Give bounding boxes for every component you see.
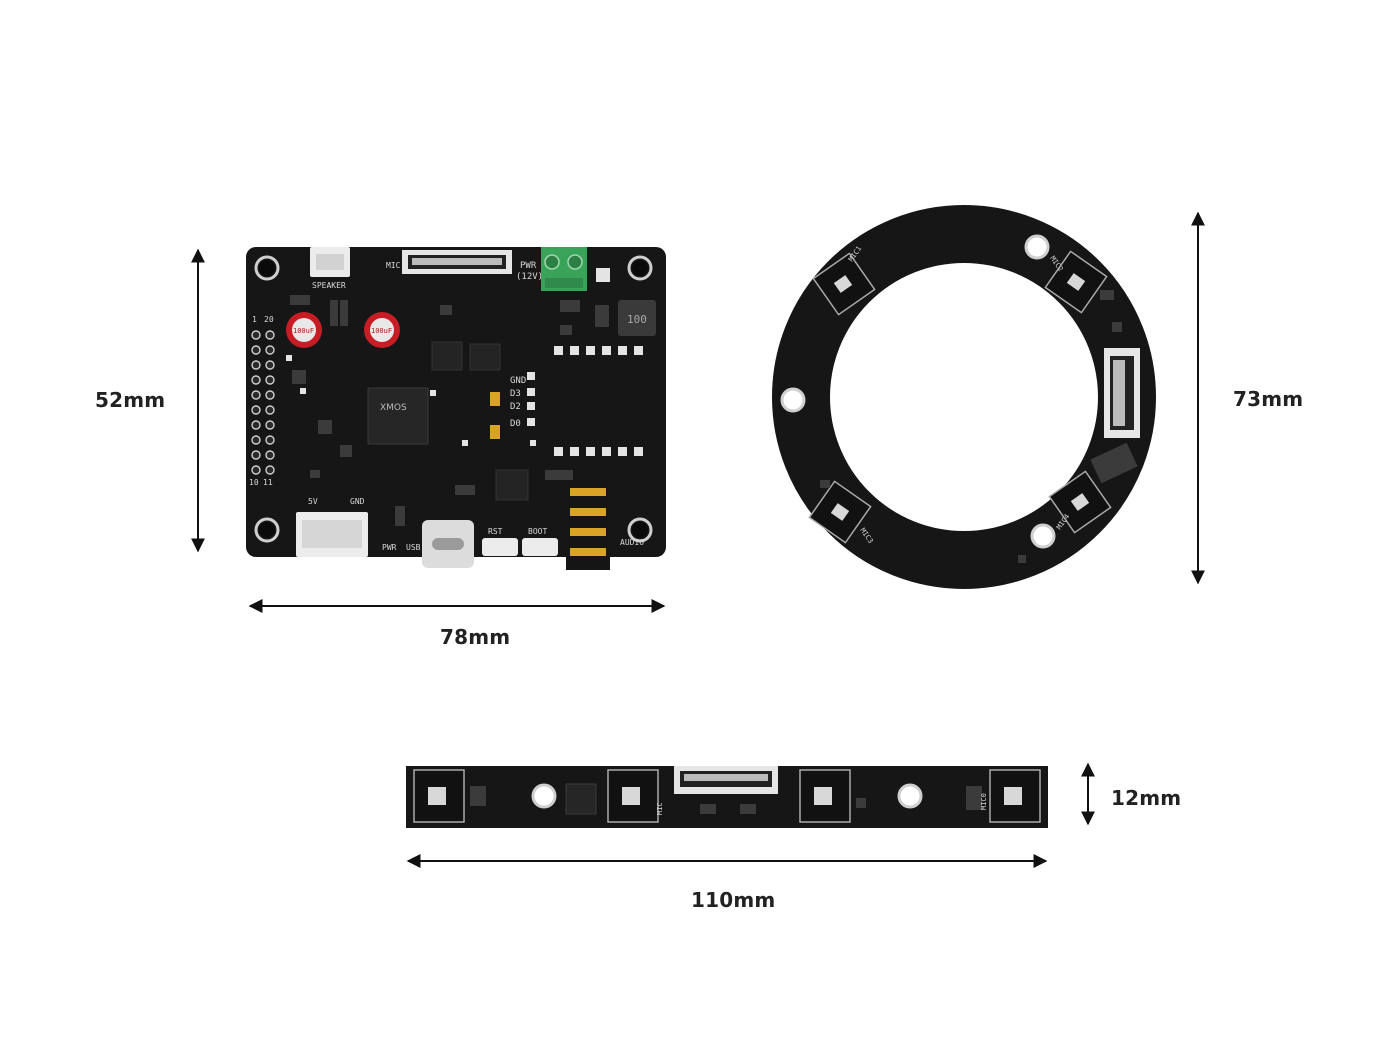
- svg-text:PWR: PWR: [382, 543, 397, 552]
- xmos-chip: [367, 387, 429, 445]
- svg-text:20: 20: [264, 315, 274, 324]
- svg-text:D0: D0: [510, 419, 521, 429]
- boot-button: [522, 538, 558, 556]
- solder-pads: [554, 346, 643, 456]
- svg-text:D3: D3: [510, 389, 521, 399]
- main-board-width-label: 78mm: [440, 625, 511, 649]
- mic-label: MIC: [386, 261, 401, 270]
- svg-text:GND: GND: [510, 376, 526, 386]
- main-board: SPEAKER MIC PWR (12V) 100: [246, 247, 666, 570]
- inductor: [618, 300, 656, 336]
- svg-text:USB: USB: [406, 543, 421, 552]
- svg-text:BOOT: BOOT: [528, 527, 547, 536]
- svg-text:10: 10: [249, 478, 259, 487]
- svg-text:AUDIO: AUDIO: [620, 538, 644, 547]
- svg-text:RST: RST: [488, 527, 503, 536]
- svg-text:1: 1: [252, 315, 257, 324]
- header-pins: [251, 330, 275, 475]
- ring-diameter-label: 73mm: [1233, 387, 1304, 411]
- rst-button: [482, 538, 518, 556]
- svg-text:XMOS: XMOS: [380, 403, 407, 413]
- linear-mics: [413, 769, 1041, 823]
- pwr-label: PWR: [520, 261, 537, 271]
- svg-text:11: 11: [263, 478, 273, 487]
- main-board-height-label: 52mm: [95, 388, 166, 412]
- svg-text:MIC0: MIC0: [980, 793, 988, 810]
- capacitors: 100uF 100uF: [286, 312, 400, 348]
- svg-text:100uF: 100uF: [293, 327, 314, 335]
- svg-text:MIC: MIC: [656, 802, 664, 815]
- speaker-label: SPEAKER: [312, 281, 346, 290]
- pwr-voltage-label: (12V): [516, 272, 543, 282]
- linear-board-height-label: 12mm: [1111, 786, 1182, 810]
- linear-board-width-label: 110mm: [691, 888, 776, 912]
- svg-text:100: 100: [627, 313, 647, 326]
- svg-text:D2: D2: [510, 402, 521, 412]
- linear-board: MIC MIC0: [406, 766, 1048, 828]
- ring-board: MIC1 MIC2 MIC3 MIC4: [772, 205, 1156, 589]
- svg-text:GND: GND: [350, 497, 365, 506]
- svg-text:100uF: 100uF: [371, 327, 392, 335]
- mounting-holes: [254, 255, 653, 543]
- ring-mics: [808, 250, 1112, 544]
- svg-text:5V: 5V: [308, 497, 318, 506]
